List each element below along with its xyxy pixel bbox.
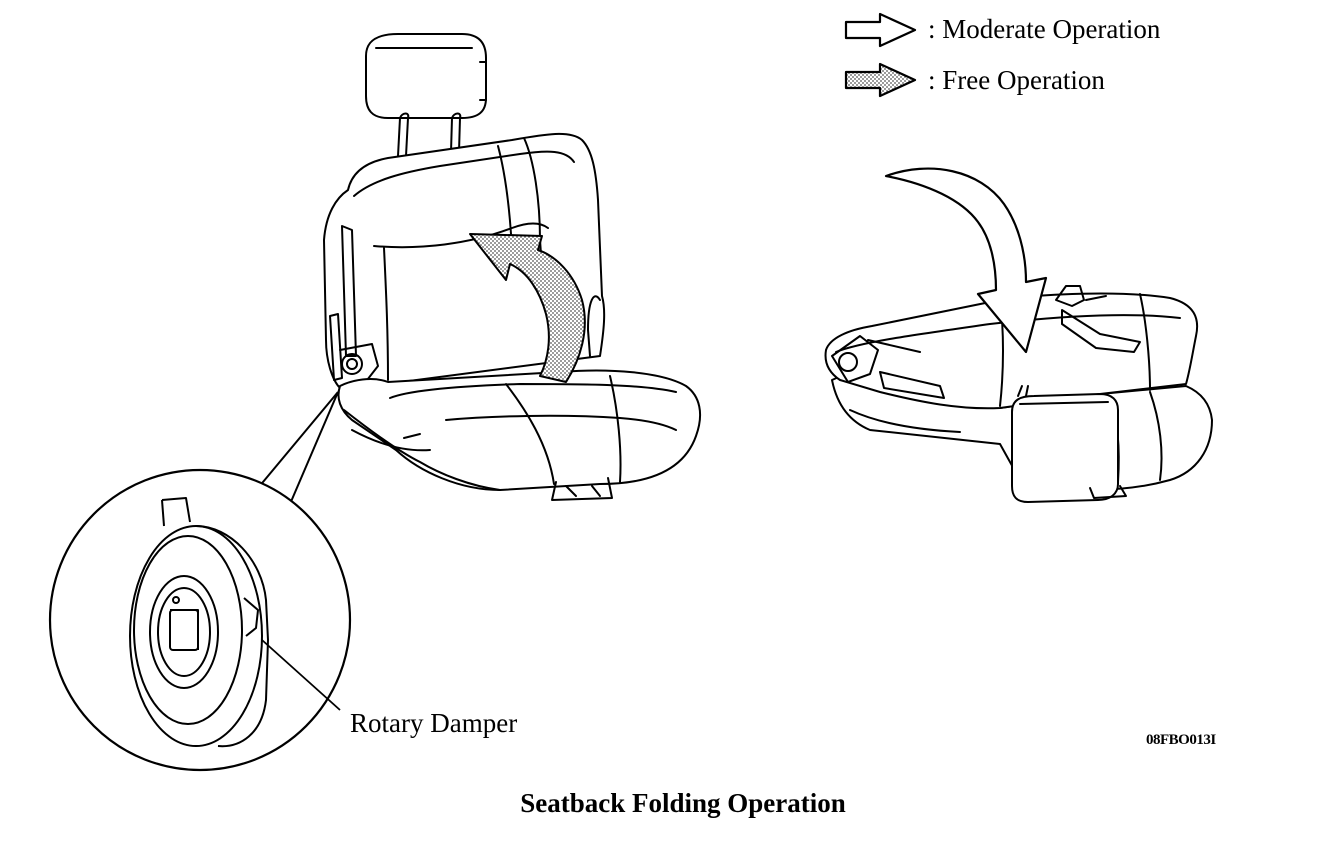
rotary-damper-label: Rotary Damper xyxy=(350,708,518,738)
callout-leader-lines xyxy=(257,391,339,505)
moderate-operation-arrow-icon xyxy=(884,167,1048,354)
legend-moderate-arrow-icon xyxy=(844,12,917,48)
legend-free-arrow-icon xyxy=(844,62,917,98)
free-operation-arrow-icon xyxy=(469,233,586,383)
seat-upright xyxy=(323,33,702,501)
rotary-damper-detail-circle xyxy=(48,468,352,772)
figure-code: 08FBO013I xyxy=(1146,732,1216,748)
legend-moderate-label: : Moderate Operation xyxy=(928,14,1161,44)
figure-caption: Seatback Folding Operation xyxy=(520,788,846,818)
seat-folded xyxy=(824,285,1213,503)
legend-free-label: : Free Operation xyxy=(928,65,1105,95)
